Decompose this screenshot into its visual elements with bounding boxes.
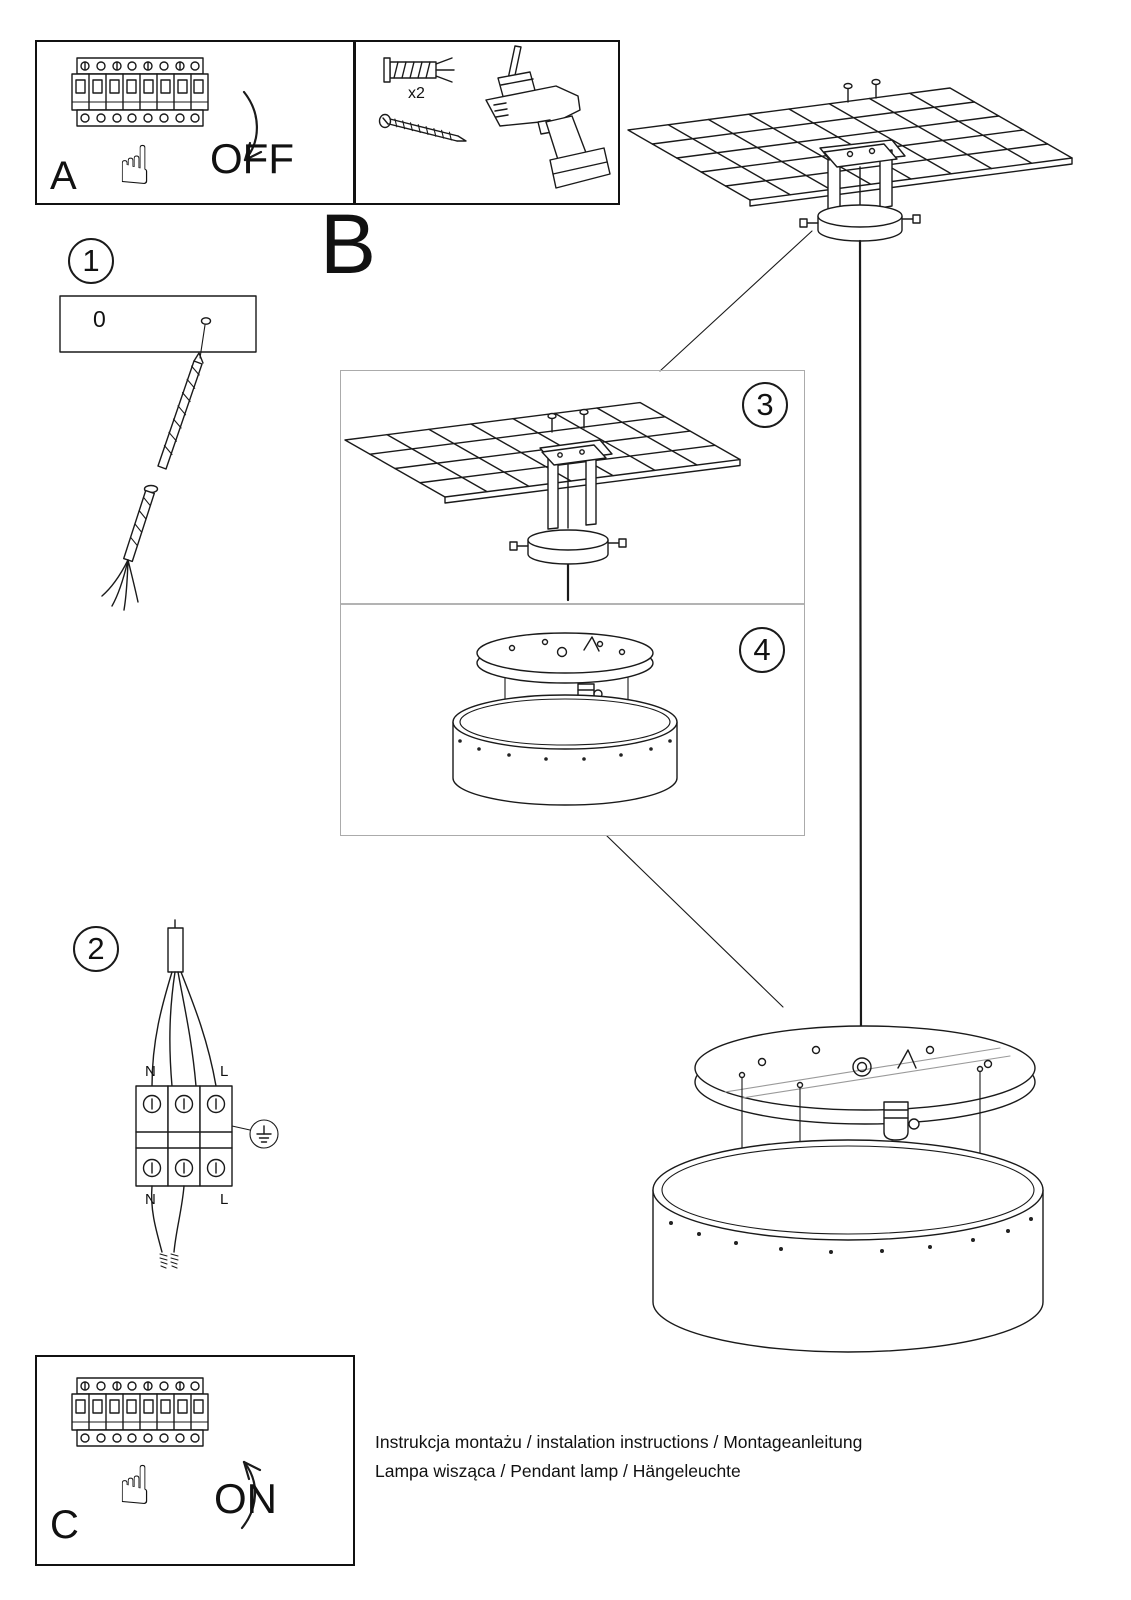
step-2-badge: 2 — [73, 926, 119, 972]
footer-line-1: Instrukcja montażu / instalation instruc… — [375, 1432, 863, 1452]
inset-step3-drawing — [345, 403, 740, 602]
section-b-label: B — [320, 197, 377, 291]
leader-line-canopy — [659, 230, 813, 372]
step-1-badge: 1 — [68, 238, 114, 284]
anchor-count-label: x2 — [408, 85, 425, 102]
spring-clip-icon — [583, 636, 600, 652]
pendant-lamp-drawing — [652, 1025, 1044, 1353]
inset-step4-drawing — [452, 632, 678, 806]
tools-box — [354, 40, 620, 205]
footer-line-2: Lampa wisząca / Pendant lamp / Hängeleuc… — [375, 1461, 741, 1481]
step-3-badge: 3 — [742, 382, 788, 428]
cable-sleeve — [167, 927, 184, 973]
plate-mark-label: 0 — [93, 306, 106, 332]
off-label: OFF — [210, 135, 294, 182]
drill-icon — [485, 45, 611, 189]
wire-n-bottom-label: N — [145, 1191, 156, 1208]
terminal-block — [135, 1085, 233, 1187]
ground-symbol — [231, 1119, 279, 1149]
spring-clip-icon — [897, 1049, 917, 1069]
screw-icon — [378, 113, 467, 142]
cable-grip-icon — [883, 1101, 920, 1141]
wall-anchor-icon — [101, 484, 159, 611]
wall-plug-icon — [383, 57, 455, 83]
wire-l-bottom-label: L — [220, 1191, 229, 1208]
step1-drawing — [59, 295, 257, 611]
off-arrow-icon — [242, 90, 263, 162]
leader-line-lamp — [606, 835, 784, 1008]
wire-n-top-label: N — [145, 1063, 156, 1080]
panel-a-label: A — [50, 154, 77, 198]
wiring-diagram — [135, 919, 279, 1269]
panel-c-box — [35, 1355, 355, 1566]
on-label: ON — [214, 1475, 277, 1522]
panel-c-label: C — [50, 1503, 79, 1547]
wire-l-top-label: L — [220, 1063, 229, 1080]
panel-a-box — [35, 40, 355, 205]
drill-bit-icon — [157, 352, 204, 470]
suspension-wire — [858, 239, 863, 1048]
ceiling-panel-edge — [749, 157, 1073, 207]
step-4-badge: 4 — [739, 627, 785, 673]
inset-detail-box — [340, 370, 805, 836]
on-arrow-icon — [240, 1460, 262, 1530]
